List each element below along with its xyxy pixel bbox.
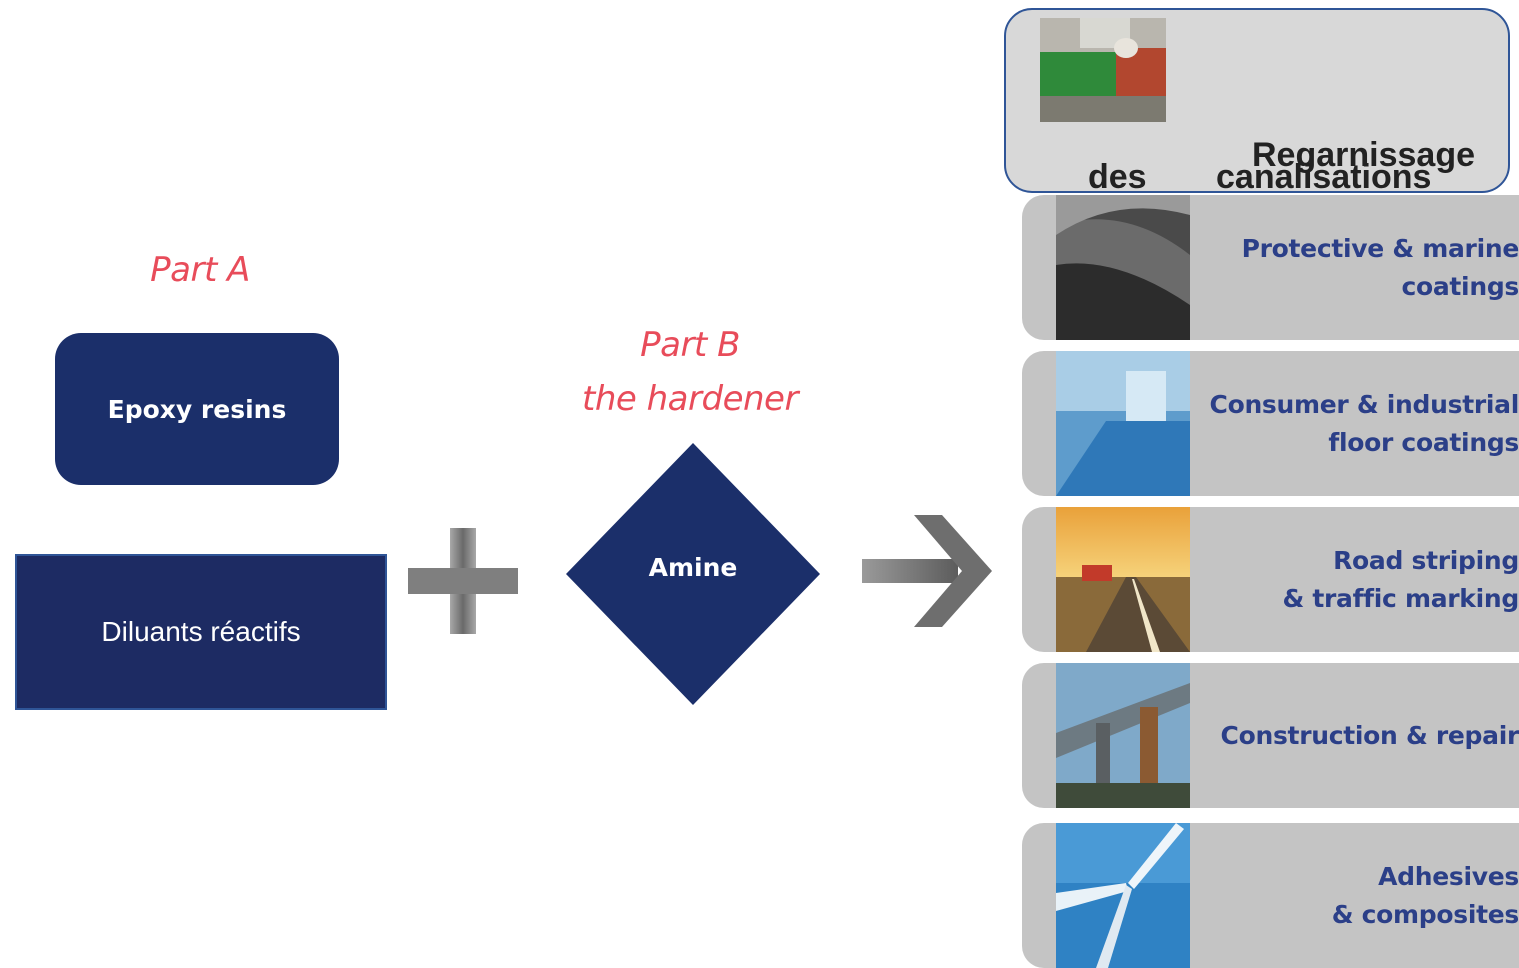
wind-turbine-photo [1056,823,1190,968]
diluants-reactifs-box: Diluants réactifs [15,554,387,710]
epoxy-resins-label: Epoxy resins [107,394,287,424]
pipe-relining-callout: Regarnissage des canalisations [1004,8,1510,196]
amine-label: Amine [648,553,738,582]
application-row-road-striping: Road striping & traffic marking [1022,507,1519,652]
callout-line-1: Regarnissage [1252,136,1475,174]
part-b-title: Part B [640,325,740,365]
arrow-right-icon [862,515,992,627]
diluants-reactifs-label: Diluants réactifs [101,616,301,647]
application-label: Consumer & industrial floor coatings [1209,389,1519,457]
application-row-floor-coatings: Consumer & industrial floor coatings [1022,351,1519,496]
epoxy-resins-box: Epoxy resins [55,333,339,485]
ship-hull-photo [1056,195,1190,340]
application-row-adhesives: Adhesives & composites [1022,823,1519,968]
application-label: Road striping & traffic marking [1282,545,1519,613]
amine-diamond [566,443,820,705]
application-row-construction: Construction & repair [1022,663,1519,808]
application-row-protective-marine: Protective & marine coatings [1022,195,1519,340]
callout-line-2b: canalisations [1216,158,1432,196]
bridge-photo [1056,663,1190,808]
application-label: Protective & marine coatings [1241,233,1519,301]
pipe-photo [1040,18,1166,122]
plus-icon [408,528,518,634]
application-label: Construction & repair [1220,720,1519,750]
part-a-label: Part A [150,250,250,290]
part-b-subtitle: the hardener [582,379,798,419]
road-photo [1056,507,1190,652]
callout-line-2a: des [1088,158,1147,196]
floor-photo [1056,351,1190,496]
part-b-label: Part B the hardener [560,318,820,426]
application-label: Adhesives & composites [1331,861,1519,929]
